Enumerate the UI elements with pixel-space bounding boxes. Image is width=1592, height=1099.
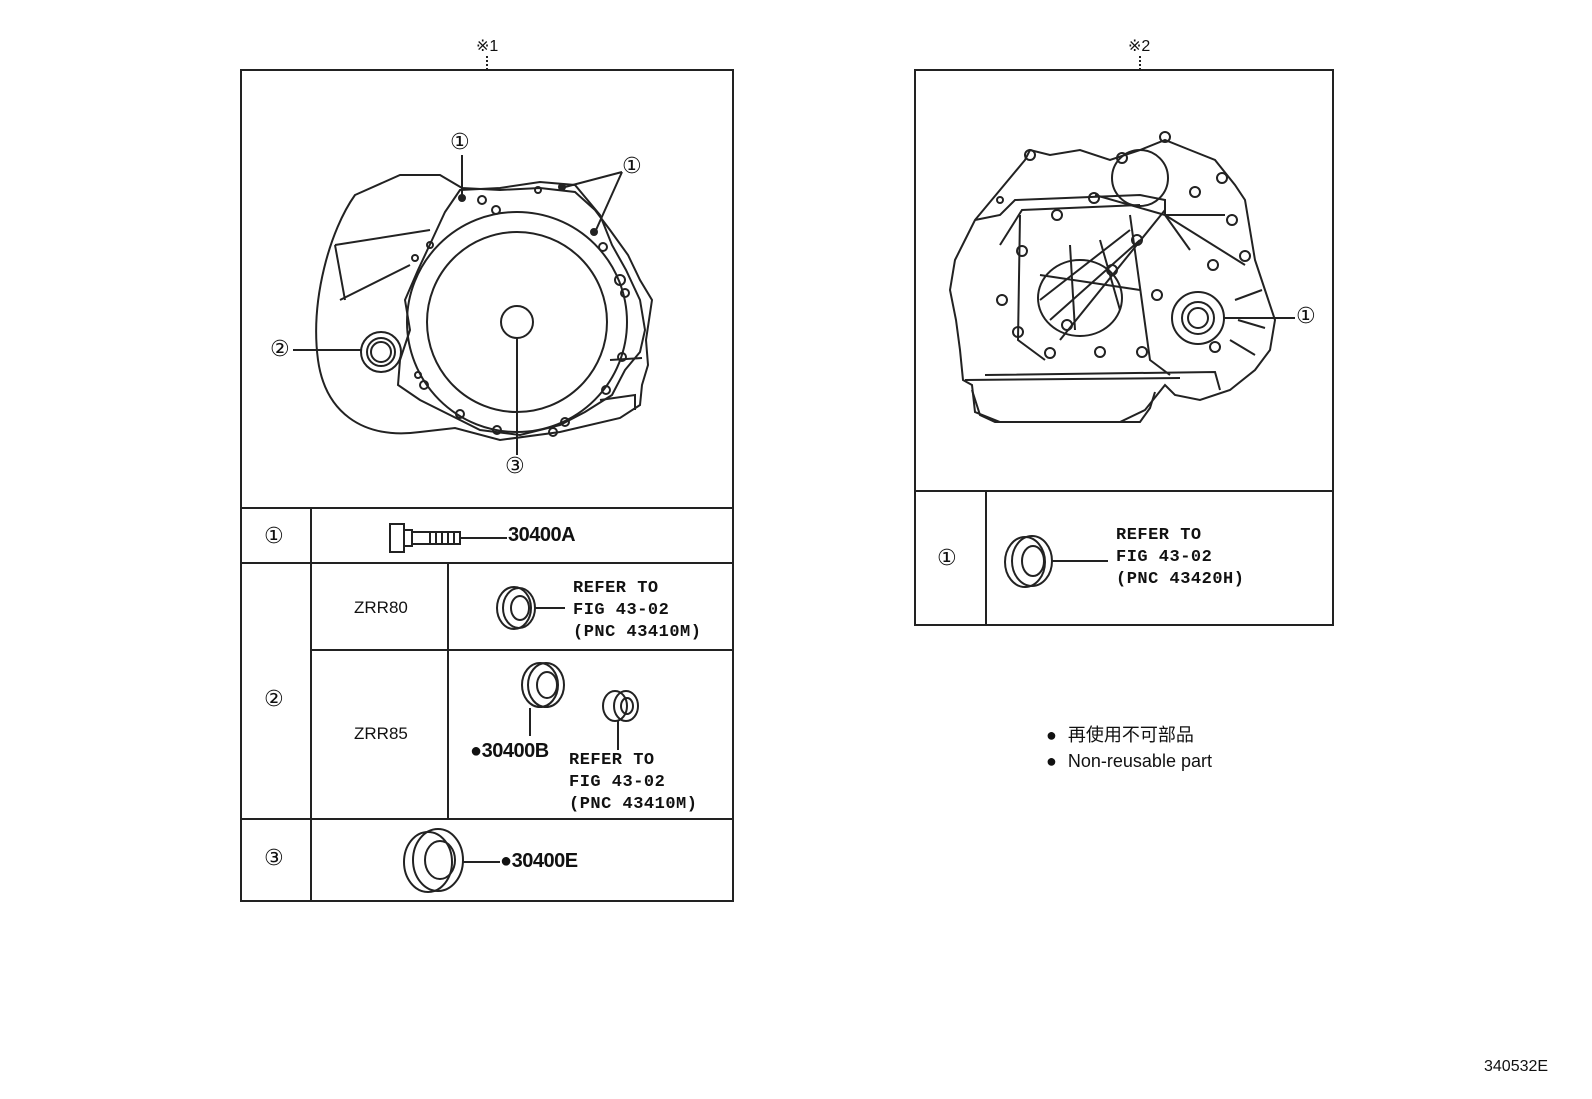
- fig2-row1-callout: ①: [937, 546, 957, 571]
- bullet-icon: ●: [1046, 751, 1057, 771]
- legend: ● 再使用不可部品 ● Non-reusable part: [1046, 722, 1212, 774]
- model-zrr85: ZRR85: [354, 724, 408, 743]
- table1-divider: [240, 507, 734, 509]
- figure1-frame: [240, 69, 734, 902]
- part-number-30400B[interactable]: ●30400B: [470, 740, 549, 762]
- row1-callout: ①: [264, 524, 284, 549]
- transmission-housing-front: [293, 155, 654, 455]
- oil-seal-icon: [521, 662, 565, 736]
- callout-3: ③: [505, 454, 525, 479]
- refer-zrr80[interactable]: REFER TO FIG 43-02 (PNC 43410M): [573, 578, 701, 644]
- callout-1a: ①: [450, 130, 470, 155]
- legend-line-ja: ● 再使用不可部品: [1046, 722, 1212, 748]
- bearing-icon: [602, 690, 639, 750]
- table1-divider: [447, 562, 449, 818]
- row3-callout: ③: [264, 846, 284, 871]
- refer-line: FIG 43-02: [573, 601, 670, 620]
- figure2-frame: [914, 69, 1334, 626]
- figure-code: 340532E: [1484, 1058, 1549, 1075]
- refer-line: REFER TO: [1116, 526, 1202, 545]
- figure1-marker: ※1: [476, 38, 499, 55]
- oil-seal-icon: [403, 828, 500, 893]
- refer-line: (PNC 43410M): [569, 795, 698, 814]
- oil-seal-icon: [1004, 535, 1108, 588]
- row2-callout: ②: [264, 687, 284, 712]
- bolt-icon: [389, 523, 507, 553]
- legend-text-en: Non-reusable part: [1067, 751, 1212, 771]
- figure2-marker: ※2: [1128, 38, 1151, 55]
- model-zrr80: ZRR80: [354, 598, 408, 617]
- refer-line: REFER TO: [573, 579, 659, 598]
- bullet-icon: ●: [1046, 725, 1057, 745]
- oil-seal-icon: [496, 586, 565, 630]
- callout-2: ②: [270, 337, 290, 362]
- part-number-30400A[interactable]: 30400A: [508, 524, 576, 546]
- refer-line: REFER TO: [569, 751, 655, 770]
- refer-line: (PNC 43420H): [1116, 570, 1245, 589]
- table1-divider: [240, 818, 734, 820]
- refer-zrr85[interactable]: REFER TO FIG 43-02 (PNC 43410M): [569, 750, 697, 816]
- transmission-housing-rear: [948, 131, 1295, 423]
- callout-1b: ①: [622, 154, 642, 179]
- table1-divider: [310, 507, 312, 902]
- refer-line: FIG 43-02: [569, 773, 666, 792]
- legend-line-en: ● Non-reusable part: [1046, 748, 1212, 774]
- callout-fig2-1: ①: [1296, 304, 1316, 329]
- refer-line: (PNC 43410M): [573, 623, 702, 642]
- table1-divider: [310, 649, 734, 651]
- legend-text-ja: 再使用不可部品: [1067, 725, 1194, 745]
- refer-fig2[interactable]: REFER TO FIG 43-02 (PNC 43420H): [1116, 525, 1244, 591]
- part-number-30400E[interactable]: ●30400E: [500, 850, 578, 872]
- refer-line: FIG 43-02: [1116, 548, 1213, 567]
- table2-divider: [985, 490, 987, 626]
- table1-divider: [240, 562, 734, 564]
- table2-divider: [914, 490, 1334, 492]
